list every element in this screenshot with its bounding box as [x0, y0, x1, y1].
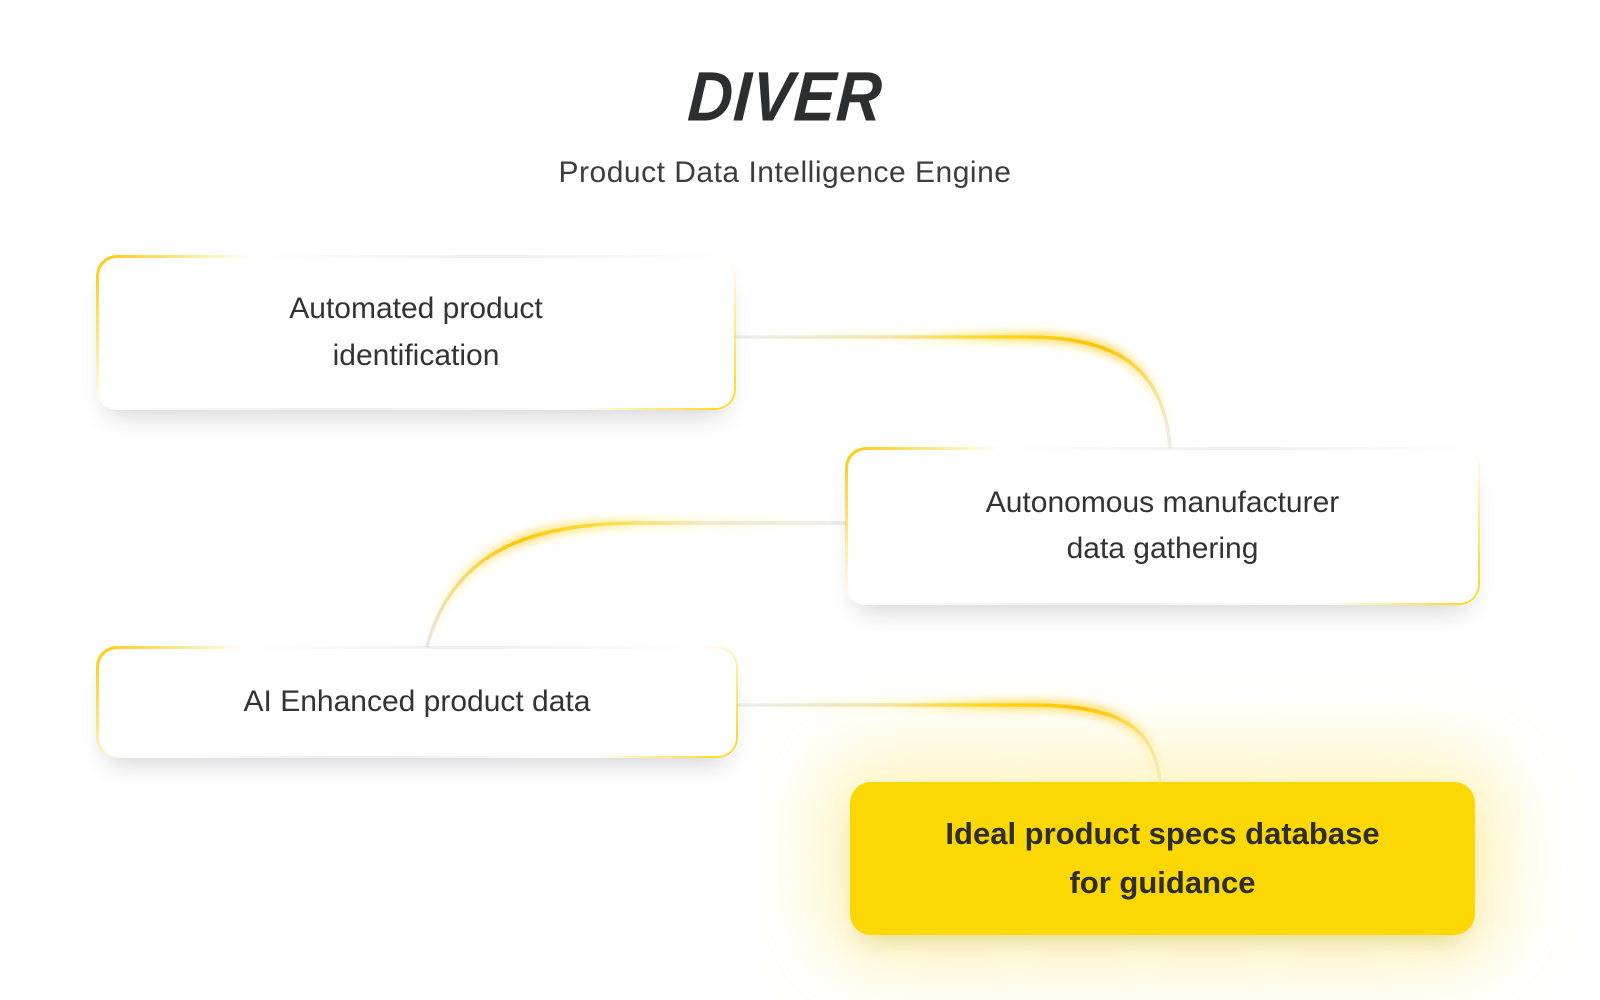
- node-ideal-product-specs-database: Ideal product specs database for guidanc…: [850, 782, 1475, 935]
- node-body: Autonomous manufacturer data gathering: [847, 449, 1478, 603]
- connector-node1-node2: [734, 335, 1172, 449]
- connector-glow-node1-node2: [731, 332, 1175, 452]
- connector-glow-node3-node4: [733, 700, 1165, 787]
- node-body: Automated product identification: [98, 257, 734, 408]
- page-subtitle: Product Data Intelligence Engine: [558, 156, 1012, 189]
- connector-node3-node4: [736, 703, 1162, 784]
- node-autonomous-manufacturer-data-gathering: Autonomous manufacturer data gathering: [845, 447, 1480, 605]
- connector-glow-node2-node3: [422, 518, 850, 651]
- node-automated-product-identification: Automated product identification: [96, 255, 736, 410]
- connector-node2-node3: [425, 521, 847, 648]
- node-body: AI Enhanced product data: [98, 648, 736, 756]
- node-label: Autonomous manufacturer data gathering: [985, 485, 1340, 566]
- node-ai-enhanced-product-data: AI Enhanced product data: [96, 646, 738, 758]
- node-label: AI Enhanced product data: [243, 684, 591, 718]
- header: DIVER Product Data Intelligence Engine: [0, 56, 1570, 190]
- page-title: DIVER: [685, 56, 885, 136]
- node-label: Automated product identification: [289, 292, 543, 372]
- node-label: Ideal product specs database for guidanc…: [945, 816, 1380, 900]
